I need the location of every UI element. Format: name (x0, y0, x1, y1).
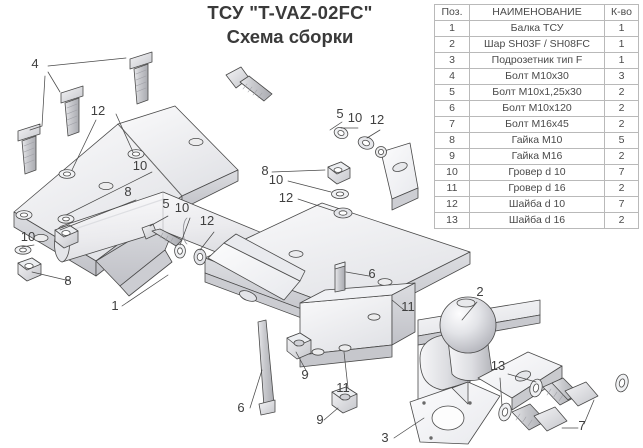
nut-m10-b (54, 224, 79, 249)
cell-name: Подрозетник тип F (469, 52, 605, 69)
callout-label-7: 7 (578, 418, 585, 433)
washer-d10-g (14, 245, 32, 255)
beam-end-bracket-tab (375, 142, 419, 211)
washer-d10-h (174, 243, 186, 259)
cell-name: Болт M16x45 (469, 116, 605, 133)
page-title: ТСУ "T-VAZ-02FC" Схема сборки (150, 2, 430, 48)
callout-label-8: 8 (124, 184, 131, 199)
callout-label-1: 1 (111, 298, 118, 313)
callout-label-12: 12 (200, 213, 214, 228)
washer-d10-d (331, 188, 349, 199)
leader-lines (21, 57, 595, 439)
callout-label-8: 8 (261, 163, 268, 178)
bolt-m10x30-a (129, 51, 153, 105)
callout-label-10: 10 (133, 158, 147, 173)
callout-label-2: 2 (476, 284, 483, 299)
cell-name: Шар SH03F / SH08FC (469, 36, 605, 53)
callout-label-10: 10 (348, 110, 362, 125)
callout-label-6: 6 (237, 400, 244, 415)
cell-name: Гайка M10 (469, 132, 605, 149)
washer-d10-i (193, 248, 207, 266)
bolt-m10x125x30-a (225, 66, 273, 102)
callout-label-4: 4 (31, 56, 38, 71)
bolt-m10x120-left (257, 319, 276, 416)
tow-ball (417, 296, 541, 401)
callout-label-12: 12 (91, 103, 105, 118)
callout-label-3: 3 (381, 430, 388, 445)
bolt-m10x30-b (60, 85, 84, 137)
bolt-m10x125x30-b (141, 223, 183, 247)
socket-holder-plate (409, 381, 501, 445)
title-line-subtitle: Схема сборки (226, 26, 354, 47)
callout-label-5: 5 (336, 106, 343, 121)
title-line-product: ТСУ "T-VAZ-02FC" (207, 2, 373, 23)
callout-label-12: 12 (279, 190, 293, 205)
washer-d10-lower-left (15, 210, 33, 220)
callout-label-8: 8 (64, 273, 71, 288)
washer-d16-b (498, 402, 512, 422)
callout-label-11: 11 (401, 299, 415, 314)
callout-label-13: 13 (491, 358, 505, 373)
washer-d10-top-right (127, 149, 145, 159)
nut-m16-b (331, 386, 358, 414)
washer-d16-a (529, 378, 543, 398)
callout-label-10: 10 (269, 172, 283, 187)
cell-name: Шайба d 16 (469, 212, 605, 229)
callout-label-11: 11 (336, 380, 350, 395)
bolt-m10x120-right-stub (334, 261, 346, 293)
nut-m10-c (17, 257, 42, 282)
callout-label-9: 9 (316, 412, 323, 427)
bolt-m16x45-b (511, 403, 568, 432)
callout-label-6: 6 (368, 266, 375, 281)
nut-m16-a (286, 332, 312, 360)
bolt-m16x45-a (542, 377, 599, 407)
callout-label-10: 10 (175, 200, 189, 215)
callout-label-5: 5 (162, 196, 169, 211)
washer-d10-c (357, 136, 375, 150)
washer-d10-b (333, 126, 349, 140)
washer-d10-e (333, 207, 353, 219)
callout-label-9: 9 (301, 367, 308, 382)
column-header-name: НАИМЕНОВАНИЕ (469, 4, 605, 21)
washer-d16-c (615, 373, 629, 393)
bolt-m10x30-c (17, 123, 41, 175)
cell-quantity: 2 (604, 212, 639, 229)
lower-bracket-box (299, 282, 416, 368)
nut-m10-a (327, 161, 351, 185)
callout-label-10: 10 (21, 229, 35, 244)
callout-label-12: 12 (370, 112, 384, 127)
beam-mid-bracket-tab (207, 233, 306, 302)
washer-d10-mid (58, 169, 76, 179)
washer-d10-f (57, 214, 75, 224)
